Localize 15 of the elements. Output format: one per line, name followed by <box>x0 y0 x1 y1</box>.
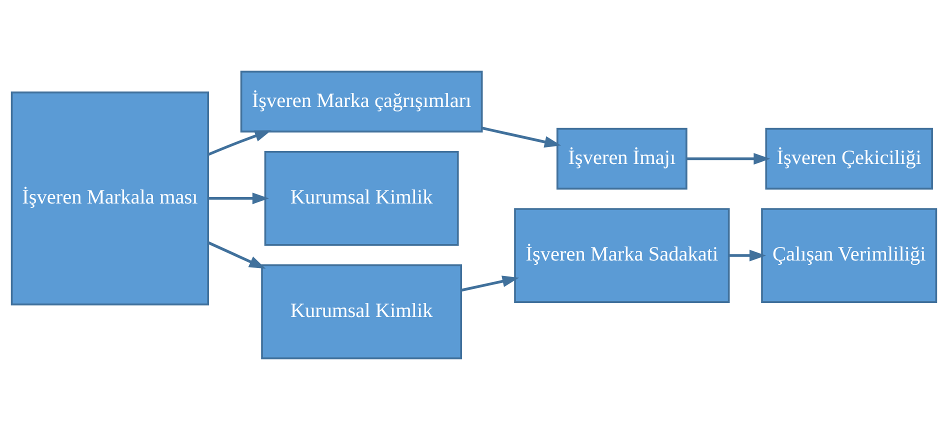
node-box: Çalışan Verimliliği <box>761 208 938 304</box>
arrow <box>208 130 272 156</box>
node-box: İşveren Markala ması <box>10 92 210 306</box>
node-box: İşveren Çekiciliği <box>765 128 933 190</box>
arrow <box>686 152 770 165</box>
arrow <box>728 250 766 262</box>
node-box: Kurumsal Kimlik <box>264 150 459 246</box>
node-box: Kurumsal Kimlik <box>261 264 462 360</box>
arrow <box>461 276 519 292</box>
arrow <box>482 126 562 148</box>
node-box: İşveren İmajı <box>556 128 688 190</box>
node-box: İşveren Marka Sadakati <box>514 208 730 304</box>
node-box: İşveren Marka çağrışımları <box>240 70 483 133</box>
arrow <box>208 241 266 269</box>
arrow <box>208 192 270 204</box>
